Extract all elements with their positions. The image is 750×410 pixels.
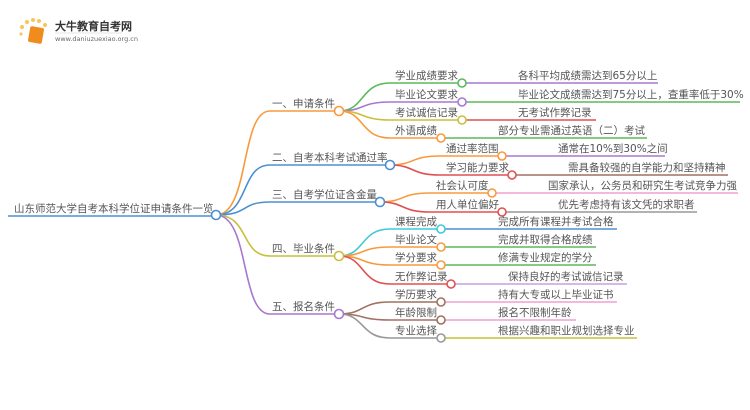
root-topic: 山东师范大学自考本科学位证申请条件一览 <box>14 202 214 215</box>
leaf-detail: 无考试作弊记录 <box>518 106 592 119</box>
leaf-detail: 毕业论文成绩需达到75分以上，查重率低于30% <box>518 88 744 101</box>
leaf-detail: 优先考虑持有该文凭的求职者 <box>558 198 695 211</box>
branch-label: 三、自考学位证含金量 <box>272 188 377 201</box>
branch-node[interactable] <box>333 308 345 320</box>
leaf-node[interactable] <box>457 115 467 125</box>
leaf-label: 学习能力要求 <box>446 161 509 174</box>
leaf-node[interactable] <box>497 207 507 217</box>
leaf-detail: 保持良好的考试诚信记录 <box>508 270 624 283</box>
book-icon <box>28 26 44 44</box>
leaf-label: 学业成绩要求 <box>395 69 458 82</box>
branch-node[interactable] <box>333 105 345 117</box>
leaf-label: 通过率范围 <box>446 142 499 155</box>
leaf-label: 年龄限制 <box>395 306 437 319</box>
logo-url: www.daniuzuexiao.org.cn <box>55 35 138 43</box>
branch-node[interactable] <box>374 196 386 208</box>
leaf-node[interactable] <box>446 279 456 289</box>
leaf-node[interactable] <box>507 170 517 180</box>
branch-label: 二、自考本科考试通过率 <box>272 151 388 164</box>
leaf-detail: 各科平均成绩需达到65分以上 <box>518 69 657 82</box>
leaf-detail: 国家承认，公务员和研究生考试竞争力强 <box>548 179 737 192</box>
leaf-label: 毕业论文 <box>395 233 437 246</box>
leaf-detail: 修满专业规定的学分 <box>498 251 593 264</box>
leaf-node[interactable] <box>436 133 446 143</box>
leaf-label: 专业选择 <box>395 324 437 337</box>
leaf-label: 外语成绩 <box>395 124 437 137</box>
branch-label: 一、申请条件 <box>272 97 335 110</box>
leaf-node[interactable] <box>487 188 497 198</box>
leaf-label: 社会认可度 <box>436 179 489 192</box>
leaf-detail: 需具备较强的自学能力和坚持精神 <box>568 161 726 174</box>
leaf-node[interactable] <box>436 315 446 325</box>
leaf-label: 课程完成 <box>395 215 437 228</box>
leaf-label: 考试诚信记录 <box>395 107 458 119</box>
leaf-label: 无作弊记录 <box>395 270 448 283</box>
branch-node[interactable] <box>384 159 396 171</box>
leaf-label: 用人单位偏好 <box>436 198 499 211</box>
branch-node[interactable] <box>333 250 345 262</box>
leaf-detail: 持有大专或以上毕业证书 <box>498 288 614 301</box>
leaf-node[interactable] <box>457 78 467 88</box>
leaf-detail: 部分专业需通过英语（二）考试 <box>498 124 645 137</box>
leaf-node[interactable] <box>436 242 446 252</box>
logo-title: 大牛教育自考网 <box>55 19 132 33</box>
leaf-detail: 报名不限制年龄 <box>498 306 572 319</box>
branch-label: 五、报名条件 <box>272 300 335 313</box>
leaf-detail: 通常在10%到30%之间 <box>558 142 668 155</box>
leaf-detail: 完成所有课程并考试合格 <box>498 215 614 228</box>
leaf-node[interactable] <box>457 97 467 107</box>
branch-label: 四、毕业条件 <box>272 242 335 255</box>
leaf-label: 毕业论文要求 <box>395 88 458 101</box>
logo: 大牛教育自考网 www.daniuzuexiao.org.cn <box>19 18 138 44</box>
leaf-detail: 根据兴趣和职业规划选择专业 <box>498 324 635 337</box>
leaf-node[interactable] <box>436 224 446 234</box>
leaf-detail: 完成并取得合格成绩 <box>498 233 593 246</box>
leaf-label: 学分要求 <box>395 251 437 264</box>
leaf-node[interactable] <box>436 297 446 307</box>
leaf-label: 学历要求 <box>395 288 437 301</box>
leaf-node[interactable] <box>436 333 446 343</box>
leaf-node[interactable] <box>436 260 446 270</box>
leaf-node[interactable] <box>497 151 507 161</box>
root-node[interactable] <box>210 209 222 221</box>
